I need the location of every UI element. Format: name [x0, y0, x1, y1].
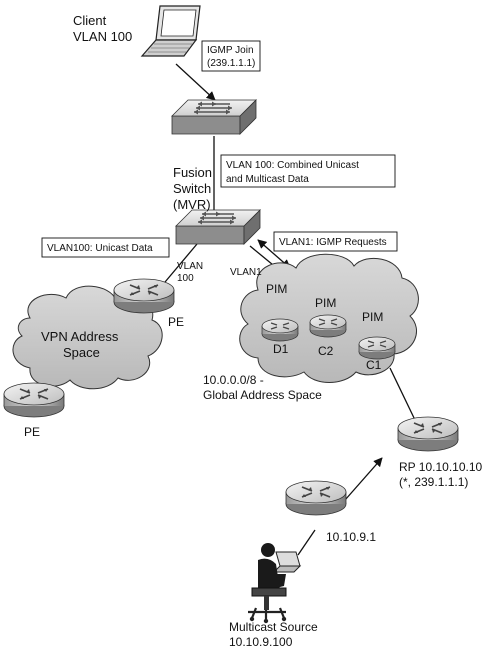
fusion-mvr-label: (MVR)	[173, 197, 211, 212]
vlan100-label-line2: 100	[177, 273, 194, 284]
client-laptop	[140, 5, 201, 57]
pim-c2-label: PIM	[315, 296, 336, 310]
pim-d1-label: PIM	[266, 282, 287, 296]
vlan100-label-line1: VLAN	[177, 261, 203, 272]
link-fusion-pe	[159, 243, 198, 289]
access-switch-icon	[171, 99, 257, 135]
pe-router-bottom-icon	[3, 382, 65, 418]
rp-group: (*, 239.1.1.1)	[399, 475, 468, 489]
combined-data-box	[220, 154, 396, 188]
router-c1-icon	[358, 336, 396, 360]
vlan1-label: VLAN1	[230, 267, 262, 278]
igmp-requests-box	[273, 231, 398, 252]
pe-label-top: PE	[168, 315, 184, 329]
source-title: Multicast Source	[229, 620, 318, 634]
router-10-10-9-1-icon	[285, 480, 347, 516]
fusion-label: Fusion	[173, 165, 212, 180]
pe-router-top-icon	[113, 278, 175, 314]
router-c1-label: C1	[366, 358, 382, 372]
global-space-line1: 10.0.0.0/8 -	[203, 373, 264, 387]
router-c2-label: C2	[318, 344, 334, 358]
combined-note-line1: VLAN 100: Combined Unicast	[226, 160, 359, 171]
fusion-switch-icon	[175, 209, 261, 245]
link-c1-rp	[389, 367, 416, 421]
igmp-join-group: (239.1.1.1)	[207, 58, 255, 69]
global-space-line2: Global Address Space	[203, 388, 322, 402]
client-title: Client	[73, 13, 107, 28]
pim-c1-label: PIM	[362, 310, 383, 324]
source-address: 10.10.9.100	[229, 635, 293, 649]
igmp-join-arrow	[175, 63, 216, 101]
client-vlan: VLAN 100	[73, 29, 132, 44]
link-source-router	[297, 529, 316, 556]
unicast-note: VLAN100: Unicast Data	[47, 243, 153, 254]
router-d1-label: D1	[273, 342, 289, 356]
fusion-switch-label: Switch	[173, 181, 211, 196]
router-d1-icon	[261, 318, 299, 342]
unicast-data-box	[41, 237, 170, 258]
rp-router-icon	[397, 416, 459, 452]
rp-address: RP 10.10.10.10	[399, 460, 483, 474]
igmp-join-box	[201, 40, 261, 72]
router-c2-icon	[309, 314, 347, 338]
multicast-source-person-icon	[248, 543, 302, 624]
pe-label-bottom: PE	[24, 425, 40, 439]
igmp-join-label: IGMP Join	[207, 45, 254, 56]
igmp-requests-note: VLAN1: IGMP Requests	[279, 237, 387, 248]
vpn-cloud-line1: VPN Address	[41, 329, 119, 344]
vpn-cloud-line2: Space	[63, 345, 100, 360]
router-10-10-9-1-label: 10.10.9.1	[326, 530, 376, 544]
combined-note-line2: and Multicast Data	[226, 174, 309, 185]
vpn-cloud	[12, 285, 163, 390]
